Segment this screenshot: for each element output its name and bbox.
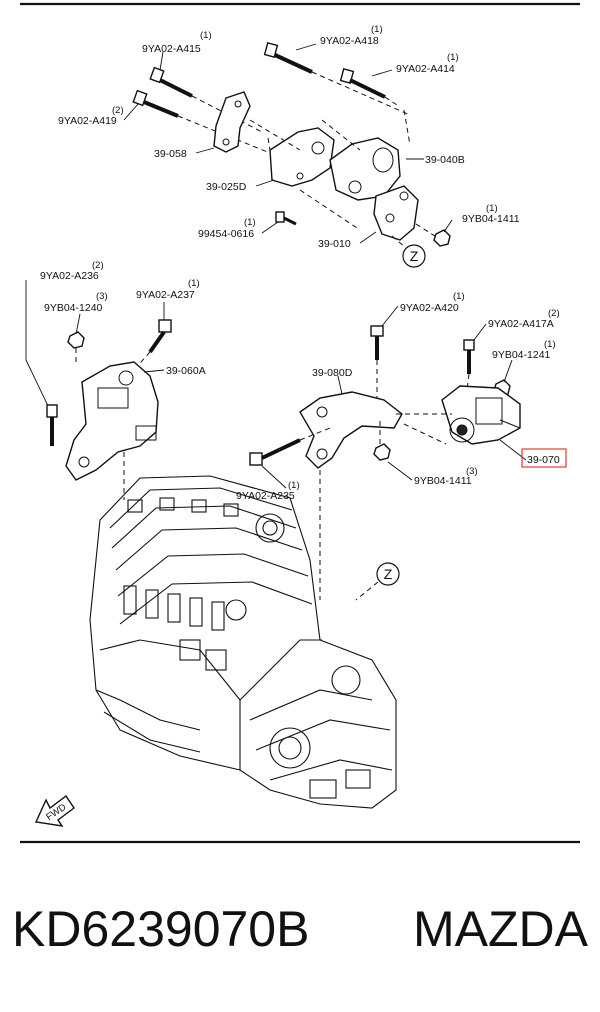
caption-brand: MAZDA bbox=[413, 901, 588, 957]
label-39-080d: 39-080D bbox=[312, 367, 353, 379]
highlight-39-070 bbox=[521, 448, 567, 468]
bracket-39-058 bbox=[213, 91, 251, 153]
engine-illustration bbox=[89, 475, 397, 809]
z-mark-upper: Z bbox=[402, 244, 426, 268]
label-39-010: 39-010 bbox=[318, 238, 351, 250]
bolt-99454-0616 bbox=[275, 211, 297, 226]
nut-yb04-1411-upper bbox=[433, 229, 451, 247]
caption-part-number: KD6239070B bbox=[12, 901, 310, 957]
svg-text:Z: Z bbox=[384, 566, 393, 582]
bolt-a237 bbox=[131, 319, 172, 373]
label-99454-qty: (1) bbox=[244, 217, 256, 228]
z-mark-lower: Z bbox=[376, 562, 400, 586]
nut-yb04-1411-lower bbox=[373, 443, 391, 461]
label-99454: 99454-0616 bbox=[198, 228, 254, 240]
label-a414-qty: (1) bbox=[447, 52, 459, 63]
label-39-025d: 39-025D bbox=[206, 181, 247, 193]
label-39-058: 39-058 bbox=[154, 148, 187, 160]
label-a237-qty: (1) bbox=[188, 278, 200, 289]
label-a415: 9YA02-A415 bbox=[142, 43, 201, 55]
label-a235-qty: (1) bbox=[288, 480, 300, 491]
label-yb1411a-qty: (1) bbox=[486, 203, 498, 214]
bolt-a420 bbox=[370, 325, 384, 400]
label-yb1411b: 9YB04-1411 bbox=[414, 475, 472, 487]
label-yb1240: 9YB04-1240 bbox=[44, 302, 103, 314]
label-39-040b: 39-040B bbox=[425, 154, 465, 166]
bolt-a414 bbox=[339, 68, 401, 108]
label-a235: 9YA02-A235 bbox=[236, 490, 295, 502]
bolt-a235 bbox=[249, 427, 331, 466]
label-a420: 9YA02-A420 bbox=[400, 302, 459, 314]
label-yb1240-qty: (3) bbox=[96, 291, 108, 302]
label-a236-qty: (2) bbox=[92, 260, 104, 271]
label-a417a-qty: (2) bbox=[548, 308, 560, 319]
label-39-070: 39-070 bbox=[527, 454, 560, 466]
label-a419-qty: (2) bbox=[112, 105, 124, 116]
label-a418: 9YA02-A418 bbox=[320, 35, 379, 47]
bolt-a236 bbox=[25, 280, 58, 446]
label-a420-qty: (1) bbox=[453, 291, 465, 302]
label-yb1241-qty: (1) bbox=[544, 339, 556, 350]
label-yb1241: 9YB04-1241 bbox=[492, 349, 551, 361]
nut-yb04-1240 bbox=[67, 331, 85, 349]
fwd-arrow-icon: FWD bbox=[34, 794, 75, 827]
bracket-39-080d bbox=[299, 391, 403, 469]
label-a237: 9YA02-A237 bbox=[136, 289, 195, 301]
bracket-39-025d bbox=[269, 127, 335, 187]
bolt-a418 bbox=[263, 42, 411, 116]
label-a418-qty: (1) bbox=[371, 24, 383, 35]
label-a417a: 9YA02-A417A bbox=[488, 318, 554, 330]
bracket-39-010 bbox=[373, 185, 419, 241]
label-yb1411b-qty: (3) bbox=[466, 466, 478, 477]
label-a414: 9YA02-A414 bbox=[396, 63, 455, 75]
mount-39-060a bbox=[65, 361, 159, 481]
mount-39-040b bbox=[329, 137, 401, 201]
label-yb1411a: 9YB04-1411 bbox=[462, 213, 520, 225]
label-a236: 9YA02-A236 bbox=[40, 270, 99, 282]
label-39-060a: 39-060A bbox=[166, 365, 206, 377]
svg-text:Z: Z bbox=[410, 248, 419, 264]
label-a415-qty: (1) bbox=[200, 30, 212, 41]
mount-39-070 bbox=[441, 385, 521, 445]
label-a419: 9YA02-A419 bbox=[58, 115, 117, 127]
